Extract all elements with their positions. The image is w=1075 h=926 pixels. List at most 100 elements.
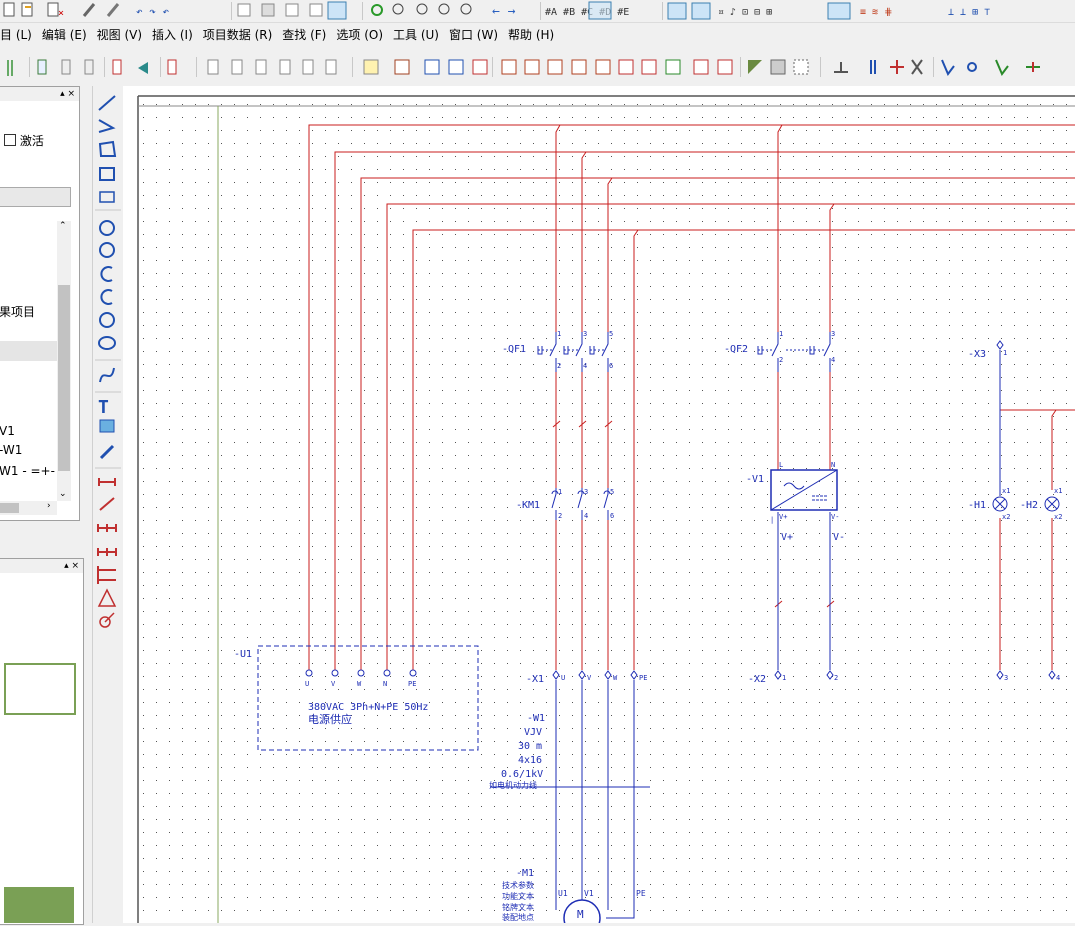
qf1-pin-5: 5 xyxy=(609,330,613,338)
schematic-canvas[interactable]: -QF1 1 3 5 2 4 6 -QF2 1 3 2 4 -KM1 xyxy=(123,86,1075,926)
breaker-qf2[interactable]: -QF2 1 3 2 4 xyxy=(724,330,835,372)
tool-wrench-icon[interactable] xyxy=(82,3,96,17)
tool-brush-icon[interactable] xyxy=(106,3,120,17)
symbol-icons[interactable] xyxy=(501,59,733,75)
v1-tag: -V1 xyxy=(746,474,764,485)
scroll-down-icon[interactable]: ⌄ xyxy=(59,489,67,499)
menu-window[interactable]: 窗口 (W) xyxy=(448,28,499,42)
terminal-x2[interactable]: -X2 1 2 xyxy=(748,670,838,685)
menu-tools[interactable]: 工具 (U) xyxy=(393,28,439,42)
qf1-pin-1: 1 xyxy=(557,330,561,338)
dimension-angle-icon[interactable] xyxy=(97,588,117,607)
preview-pin-close-icon[interactable]: ▴ × xyxy=(64,561,79,571)
draw-circle-icon[interactable] xyxy=(99,220,115,236)
tree-selection-highlight[interactable] xyxy=(0,341,57,361)
qf2-contacts xyxy=(757,332,831,372)
menu-edit[interactable]: 编辑 (E) xyxy=(41,28,87,42)
motor-m1[interactable]: -M1 技术参数 功能文本 铭牌文本 装配地点 U1 V1 PE M xyxy=(502,868,646,926)
toolbar2-icons-left[interactable] xyxy=(7,57,197,77)
zoom-icons[interactable] xyxy=(392,3,472,15)
terminal-x3[interactable]: -X3 1 xyxy=(968,340,1007,360)
x2-pin-1: 1 xyxy=(782,674,786,682)
menu-help[interactable]: 帮助 (H) xyxy=(508,28,555,42)
navigator-panel: ▴ × 激活 果项目 V1 -W1 W1 - =+- ⌃ ⌄ › xyxy=(0,86,80,521)
dimension-radius-icon[interactable] xyxy=(99,612,115,628)
draw-component-icon[interactable] xyxy=(99,191,115,203)
draw-polyline-icon[interactable] xyxy=(98,119,116,133)
navigator-panel-header: ▴ × xyxy=(0,87,79,101)
preview-page-thumbnail[interactable] xyxy=(4,663,76,715)
draw-rectangle-icon[interactable] xyxy=(99,167,115,181)
insert-text-icon[interactable]: T xyxy=(98,397,109,418)
power-source-u1[interactable]: -U1 U V W N PE 380VAC 3Ph+N+PE 50Hz 电源供应 xyxy=(234,645,479,751)
macro-icons[interactable] xyxy=(363,59,488,75)
preview-page-thumbnail-selected[interactable] xyxy=(4,887,74,923)
dimension-baseline-icon[interactable] xyxy=(97,566,116,584)
tree-item-v1[interactable]: V1 xyxy=(0,424,15,438)
menu-find[interactable]: 查找 (F) xyxy=(282,28,327,42)
m1-nameplate-text: 铭牌文本 xyxy=(502,902,534,912)
back-forward-icons[interactable]: ← → xyxy=(492,4,516,19)
draw-style-icons[interactable] xyxy=(748,59,809,75)
dimension-chain-icon[interactable] xyxy=(97,524,117,532)
draw-arc-icon[interactable] xyxy=(100,266,113,282)
menu-view[interactable]: 视图 (V) xyxy=(96,28,143,42)
vertical-scrollbar[interactable]: ⌃ ⌄ xyxy=(57,221,71,501)
undo-redo-icons[interactable]: ↶ ↷ ↶ xyxy=(136,5,169,18)
power-supply-v1[interactable]: -V1 L N V+ V- V+ V- | xyxy=(746,461,845,543)
x3-pin-1: 1 xyxy=(1003,349,1007,357)
file-icon[interactable] xyxy=(3,2,15,17)
menu-insert[interactable]: 插入 (I) xyxy=(152,28,193,42)
activate-checkbox-row[interactable]: 激活 xyxy=(4,132,44,149)
contactor-km1[interactable]: -KM1 1 3 5 2 4 6 xyxy=(516,488,614,520)
cable-w1[interactable]: -W1 VJV 30 m 4x16 0.6/1kV 如电机动力线 xyxy=(489,713,545,790)
schematic-drawing[interactable]: -QF1 1 3 5 2 4 6 -QF2 1 3 2 4 -KM1 xyxy=(123,86,1075,926)
activate-checkbox[interactable] xyxy=(4,134,16,146)
dimension-linear-icon[interactable] xyxy=(98,478,116,486)
page-nav-icons[interactable] xyxy=(207,59,337,75)
page-icon[interactable] xyxy=(21,2,33,17)
lamp-h2[interactable]: -H2 x1 x2 xyxy=(1020,487,1062,521)
x1-pin-u: U xyxy=(561,674,565,682)
misc-icons[interactable]: ≡ ≋ ⋕⊥ ⊥ ⊞ ⊤ xyxy=(860,7,990,18)
menu-options[interactable]: 选项 (O) xyxy=(336,28,383,42)
svg-text:×: × xyxy=(58,8,64,19)
tree-item-w1[interactable]: -W1 xyxy=(0,443,23,457)
hscroll-thumb[interactable] xyxy=(0,503,19,513)
breaker-qf1[interactable]: -QF1 1 3 5 2 4 6 xyxy=(502,330,613,372)
u1-pin-pe: PE xyxy=(408,680,416,688)
refresh-icon[interactable] xyxy=(371,4,383,16)
u1-pin-n: N xyxy=(383,680,387,688)
scroll-up-icon[interactable]: ⌃ xyxy=(59,221,67,231)
draw-line-icon[interactable] xyxy=(98,95,116,111)
w1-note: 如电机动力线 xyxy=(489,780,537,790)
tree-item-project[interactable]: 果项目 xyxy=(0,305,36,319)
lamp-h1[interactable]: -H1 x1 x2 xyxy=(968,487,1010,521)
terminal-x3-bottom[interactable]: 3 4 xyxy=(996,670,1060,682)
panel-pin-close-icon[interactable]: ▴ × xyxy=(60,89,75,99)
insert-image-icon[interactable] xyxy=(99,419,115,433)
view-icons[interactable] xyxy=(237,1,347,20)
draw-arc-3pt-icon[interactable] xyxy=(100,289,113,305)
page-border xyxy=(137,95,1075,923)
draw-polygon-icon[interactable] xyxy=(98,140,117,157)
grid-icons[interactable]: ¤ ♪ ⊡ ⊟ ⊞ xyxy=(667,2,851,20)
draw-sector-icon[interactable] xyxy=(99,312,115,328)
navigator-filter-field[interactable] xyxy=(0,187,71,207)
insert-hyperlink-icon[interactable] xyxy=(99,444,115,460)
dimension-aligned-icon[interactable] xyxy=(99,497,115,511)
dimension-increment-icon[interactable] xyxy=(97,548,117,556)
draw-ellipse-icon[interactable] xyxy=(98,336,116,350)
terminal-x1[interactable]: -X1 U V W PE xyxy=(526,670,647,685)
label-icons[interactable]: #A #B #C #D #E xyxy=(545,1,629,20)
delete-page-icon[interactable]: × xyxy=(47,2,64,19)
connection-icons[interactable] xyxy=(834,57,1040,77)
hscroll-right-icon[interactable]: › xyxy=(47,501,51,511)
draw-circle-3pt-icon[interactable] xyxy=(99,242,115,258)
tree-item-w1-full[interactable]: W1 - =+- xyxy=(0,464,55,478)
draw-spline-icon[interactable] xyxy=(99,367,115,383)
menu-project[interactable]: 目 (L) xyxy=(0,28,32,42)
horizontal-scrollbar[interactable]: › xyxy=(0,501,57,515)
scroll-thumb[interactable] xyxy=(58,285,70,471)
menu-project-data[interactable]: 项目数据 (R) xyxy=(202,28,273,42)
